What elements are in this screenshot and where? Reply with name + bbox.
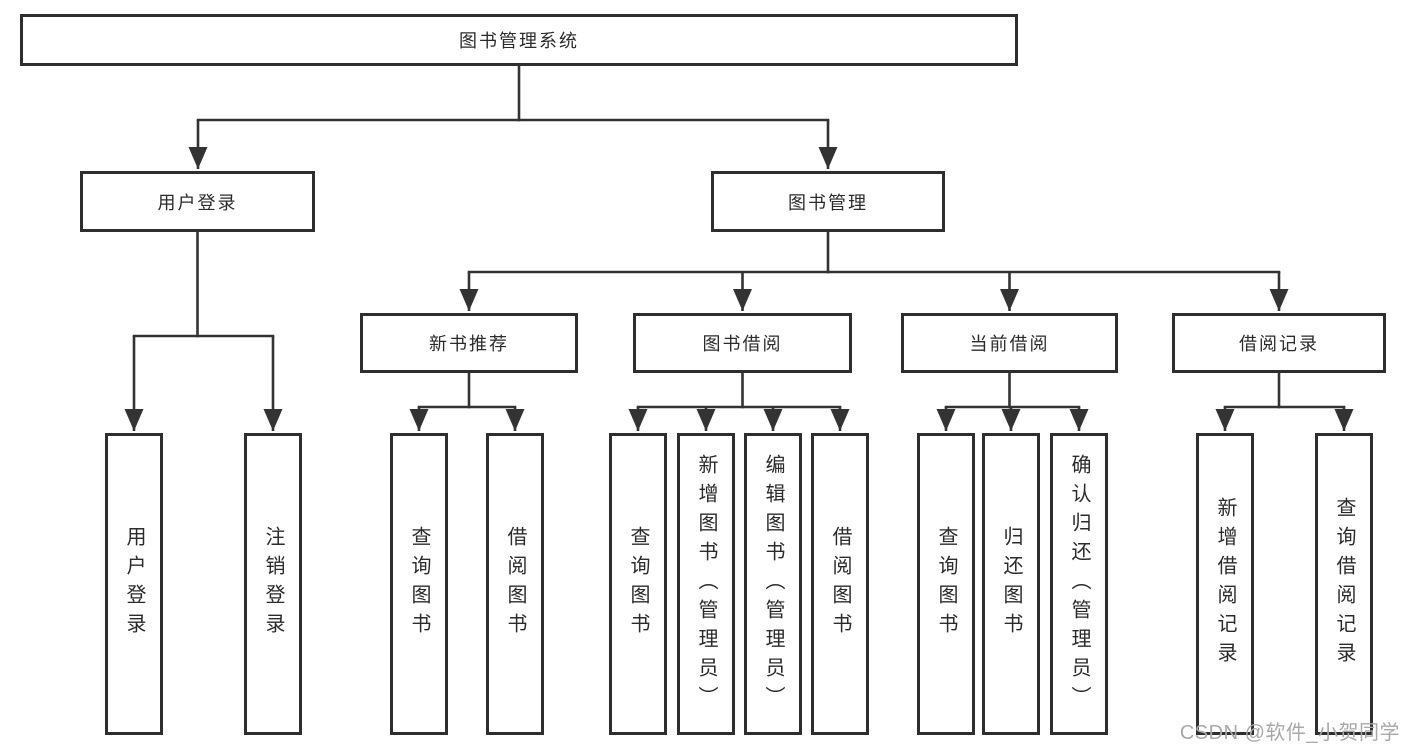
edges-book-mgmt-to-level3 xyxy=(459,230,1289,311)
leaf-query-book-current: 查询图书 xyxy=(917,433,975,735)
edges-current-borrow-to-leaves xyxy=(936,371,1089,431)
leaf-borrow-book: 借阅图书 xyxy=(811,433,869,735)
leaf-query-book-rec: 查询图书 xyxy=(390,433,448,735)
leaf-edit-book-admin: 编辑图书（管理员） xyxy=(744,433,802,735)
csdn-watermark: CSDN @软件_小贺同学 xyxy=(1179,722,1400,744)
node-root: 图书管理系统 xyxy=(20,14,1018,66)
leaf-add-book-admin: 新增图书（管理员） xyxy=(677,433,735,735)
leaf-user-login: 用户登录 xyxy=(105,433,163,735)
edges-new-book-rec-to-leaves xyxy=(409,371,525,431)
leaf-query-borrow-record: 查询借阅记录 xyxy=(1315,433,1373,735)
leaf-logout: 注销登录 xyxy=(244,433,302,735)
edges-borrow-records-to-leaves xyxy=(1215,371,1354,431)
edges-root-to-level2 xyxy=(188,64,838,169)
edges-book-borrow-to-leaves xyxy=(628,371,850,431)
leaf-return-book: 归还图书 xyxy=(982,433,1040,735)
leaf-borrow-book-rec: 借阅图书 xyxy=(486,433,544,735)
node-book-borrow: 图书借阅 xyxy=(633,313,852,373)
node-new-book-rec: 新书推荐 xyxy=(360,313,578,373)
node-user-login: 用户登录 xyxy=(80,171,315,232)
leaf-add-borrow-record: 新增借阅记录 xyxy=(1196,433,1254,735)
leaf-query-book-borrow: 查询图书 xyxy=(609,433,667,735)
leaf-confirm-return-admin: 确认归还（管理员） xyxy=(1050,433,1108,735)
edges-user-login-to-leaves xyxy=(124,230,283,431)
node-borrow-records: 借阅记录 xyxy=(1172,313,1386,373)
node-book-mgmt: 图书管理 xyxy=(711,171,945,232)
node-current-borrow: 当前借阅 xyxy=(901,313,1118,373)
